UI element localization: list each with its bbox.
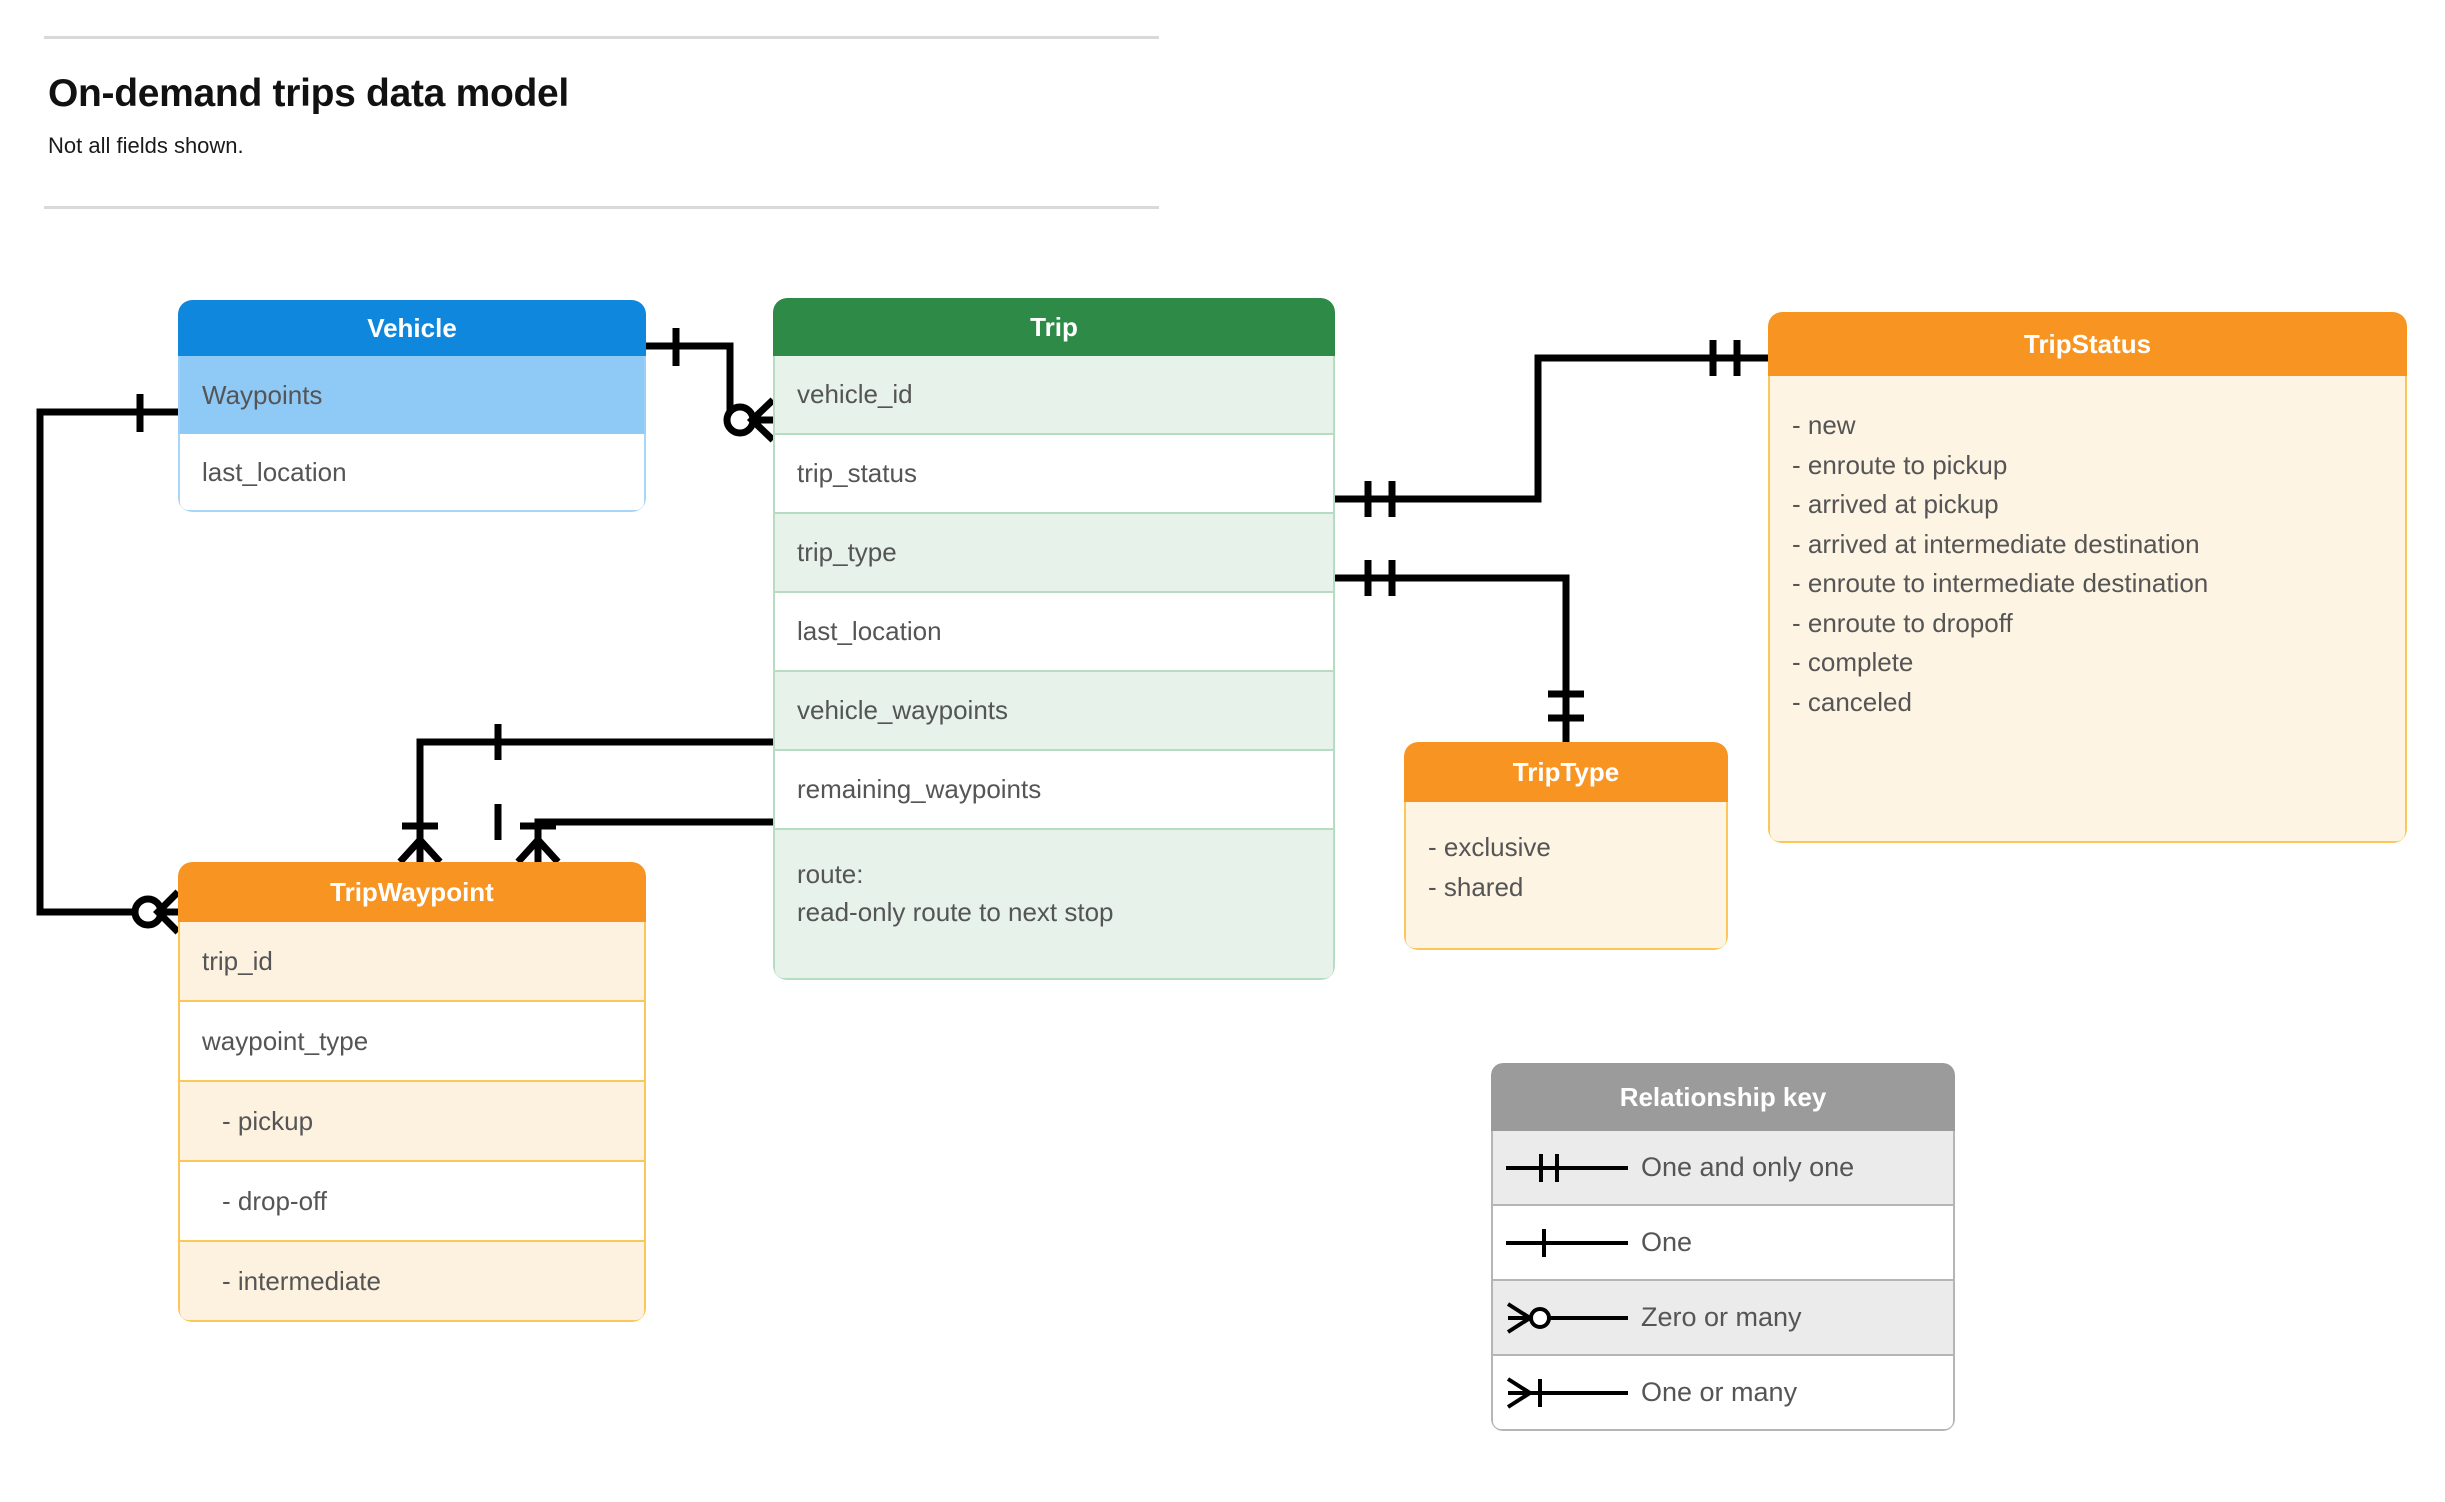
zero-or-many-icon	[1493, 1298, 1641, 1338]
legend-row-one[interactable]: One	[1491, 1206, 1955, 1281]
entity-vehicle[interactable]: Vehicle Waypoints last_location	[178, 300, 646, 512]
trip-field-vehicle-waypoints[interactable]: vehicle_waypoints	[773, 672, 1335, 751]
entity-trip-type-title: TripType	[1404, 742, 1728, 802]
trip-status-value-list: - new - enroute to pickup - arrived at p…	[1768, 376, 2407, 843]
trip-field-route-line1: route:	[797, 859, 864, 889]
legend-row-one-and-only-one[interactable]: One and only one	[1491, 1131, 1955, 1206]
trip-type-value: - shared	[1428, 871, 1524, 902]
trip-status-value: - enroute to pickup	[1792, 449, 2008, 480]
relationship-key-title: Relationship key	[1491, 1063, 1955, 1131]
trip-type-value-list: - exclusive - shared	[1404, 802, 1728, 950]
trip-waypoint-value-pickup[interactable]: - pickup	[178, 1082, 646, 1162]
trip-status-value: - complete	[1792, 647, 1914, 678]
entity-trip-status-title: TripStatus	[1768, 312, 2407, 376]
trip-field-trip-type[interactable]: trip_type	[773, 514, 1335, 593]
trip-field-remaining-waypoints[interactable]: remaining_waypoints	[773, 751, 1335, 830]
entity-trip-waypoint-title: TripWaypoint	[178, 862, 646, 922]
entity-trip-type[interactable]: TripType - exclusive - shared	[1404, 742, 1728, 950]
vehicle-field-waypoints[interactable]: Waypoints	[178, 356, 646, 434]
divider-bottom	[44, 206, 1159, 209]
page-title: On-demand trips data model	[48, 72, 569, 115]
trip-type-value: - exclusive	[1428, 832, 1551, 862]
trip-status-value: - enroute to dropoff	[1792, 607, 2013, 638]
page-subtitle: Not all fields shown.	[48, 133, 244, 158]
trip-status-value: - arrived at intermediate destination	[1792, 528, 2200, 559]
entity-trip-waypoint[interactable]: TripWaypoint trip_id waypoint_type - pic…	[178, 862, 646, 1322]
one-and-only-one-icon	[1493, 1148, 1641, 1188]
legend-label: One or many	[1641, 1377, 1798, 1407]
trip-field-last-location[interactable]: last_location	[773, 593, 1335, 672]
legend-row-zero-or-many[interactable]: Zero or many	[1491, 1281, 1955, 1356]
entity-trip-title: Trip	[773, 298, 1335, 356]
one-or-many-icon	[1493, 1373, 1641, 1413]
trip-waypoint-value-intermediate[interactable]: - intermediate	[178, 1242, 646, 1322]
trip-field-route[interactable]: route: read-only route to next stop	[773, 830, 1335, 980]
trip-status-value: - new	[1792, 410, 1856, 440]
trip-waypoint-value-drop-off[interactable]: - drop-off	[178, 1162, 646, 1242]
one-icon	[1493, 1223, 1641, 1263]
trip-status-value: - canceled	[1792, 686, 1912, 717]
legend-label: One	[1641, 1227, 1693, 1257]
legend-label: Zero or many	[1641, 1302, 1802, 1332]
trip-field-route-line2: read-only route to next stop	[797, 896, 1114, 927]
entity-vehicle-title: Vehicle	[178, 300, 646, 356]
legend-label: One and only one	[1641, 1152, 1855, 1182]
relationship-key-panel[interactable]: Relationship key One and only one	[1491, 1063, 1955, 1431]
trip-status-value: - arrived at pickup	[1792, 489, 1999, 520]
divider-top	[44, 36, 1159, 39]
trip-waypoint-field-waypoint-type[interactable]: waypoint_type	[178, 1002, 646, 1082]
legend-row-one-or-many[interactable]: One or many	[1491, 1356, 1955, 1431]
entity-trip[interactable]: Trip vehicle_id trip_status trip_type la…	[773, 298, 1335, 980]
entity-trip-status[interactable]: TripStatus - new - enroute to pickup - a…	[1768, 312, 2407, 843]
trip-waypoint-field-trip-id[interactable]: trip_id	[178, 922, 646, 1002]
vehicle-field-last-location[interactable]: last_location	[178, 434, 646, 512]
trip-field-trip-status[interactable]: trip_status	[773, 435, 1335, 514]
trip-field-vehicle-id[interactable]: vehicle_id	[773, 356, 1335, 435]
trip-status-value: - enroute to intermediate destination	[1792, 568, 2209, 599]
